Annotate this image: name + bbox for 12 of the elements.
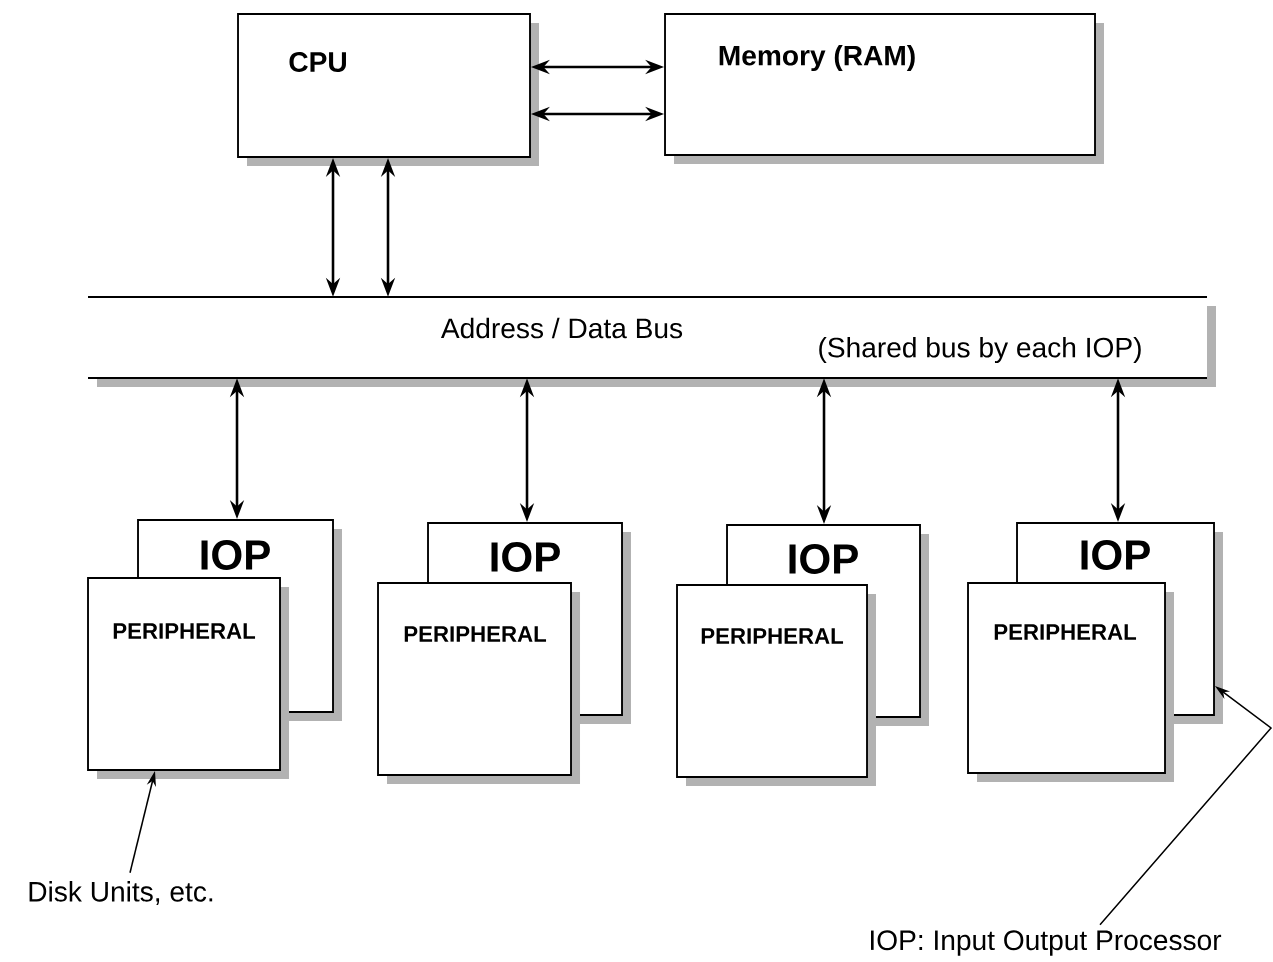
block-box: PERIPHERAL (967, 582, 1174, 782)
node-label: Address / Data Bus (440, 317, 683, 339)
block-box: PERIPHERAL (377, 582, 580, 784)
leader-line (1099, 686, 1273, 926)
node-label: (Shared bus by each IOP) (819, 336, 1141, 364)
block-box: CPU (237, 13, 539, 166)
block-box: Memory (RAM) (664, 13, 1104, 164)
block-box: PERIPHERAL (676, 584, 876, 786)
bus-band: Address / Data Bus (Shared bus by each IOP) (87, 296, 1216, 387)
block-box: PERIPHERAL (87, 577, 289, 779)
note-text: Disk Units, etc. (29, 881, 213, 905)
note-text: IOP: Input Output Processor (871, 930, 1222, 956)
